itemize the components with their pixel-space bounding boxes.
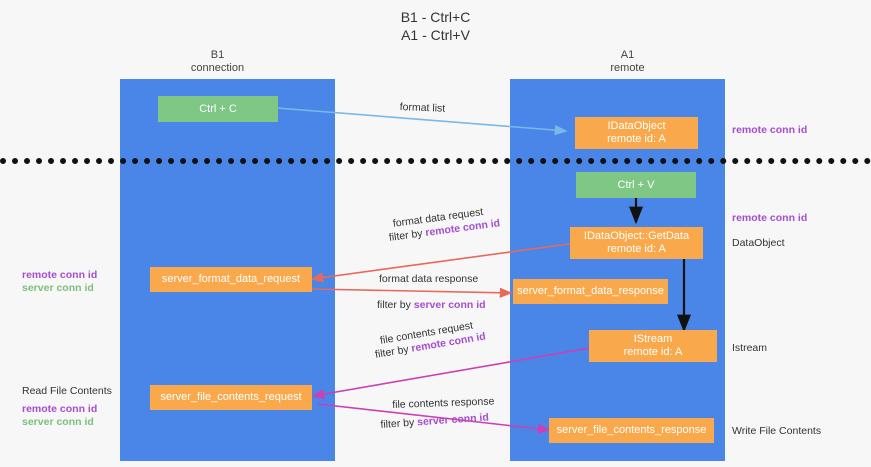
column-a1-name: A1 [620,49,635,61]
filter-key-server-conn-id-2: server conn id [416,411,490,429]
edge-label-format-list: format list [399,100,446,115]
column-b1-role: connection [190,62,245,74]
annotation-left-remote-conn-id: remote conn id [22,269,98,281]
diagram-title: B1 - Ctrl+C A1 - Ctrl+V [0,8,871,44]
column-header-b1: B1 connection [150,49,285,75]
annotation-left-remote-conn-id-bottom: remote conn id [22,403,98,415]
column-a1-role: remote [610,62,645,74]
annotation-left-server-conn-id: server conn id [22,282,94,294]
title-line-2: A1 - Ctrl+V [401,27,470,43]
annotation-right-remote-conn-id-top: remote conn id [732,124,808,136]
annotation-right-istream: Istream [732,342,768,354]
filter-key-server-conn-id-1: server conn id [413,299,486,311]
node-ctrl-c[interactable]: Ctrl + C [158,96,278,122]
node-getdata-line1: IDataObject::GetData [583,230,690,242]
annotation-right-write-file-contents: Write File Contents [732,425,822,437]
node-server-format-data-request[interactable]: server_format_data_request [150,267,312,292]
node-idataobject-line1: IDataObject [607,120,666,132]
filter-prefix-3: filter by [374,342,413,361]
column-header-a1: A1 remote [560,49,695,75]
filter-prefix-2: filter by [377,299,414,311]
node-istream-line2: remote id: A [623,346,683,358]
edge-label-file-contents-response: file contents response [392,395,495,411]
edge-filter-file-contents-response: filter by server conn id [380,410,489,432]
column-b1-name: B1 [210,49,225,61]
node-istream-line1: IStream [633,333,673,345]
node-server-file-contents-response[interactable]: server_file_contents_response [549,418,714,443]
node-server-file-contents-request[interactable]: server_file_contents_request [150,385,312,410]
edge-filter-format-data-response: filter by server conn id [377,298,486,312]
node-getdata-line2: remote id: A [607,243,666,255]
title-line-1: B1 - Ctrl+C [400,9,471,25]
node-server-format-data-response[interactable]: server_format_data_response [513,279,668,304]
filter-prefix-4: filter by [380,416,418,431]
phase-divider [0,158,871,164]
annotation-right-remote-conn-id-mid: remote conn id [732,212,808,224]
node-ctrl-v[interactable]: Ctrl + V [576,172,696,198]
annotation-right-dataobject: DataObject [732,237,785,249]
node-istream[interactable]: IStream remote id: A [589,330,717,362]
annotation-left-server-conn-id-bottom: server conn id [22,416,94,428]
filter-prefix-1: filter by [388,227,427,244]
node-idataobject[interactable]: IDataObject remote id: A [575,117,698,149]
node-idataobject-getdata[interactable]: IDataObject::GetData remote id: A [570,227,703,259]
edge-label-format-data-response: format data response [379,273,479,285]
annotation-left-read-file-contents: Read File Contents [22,385,112,397]
node-idataobject-line2: remote id: A [607,133,666,145]
